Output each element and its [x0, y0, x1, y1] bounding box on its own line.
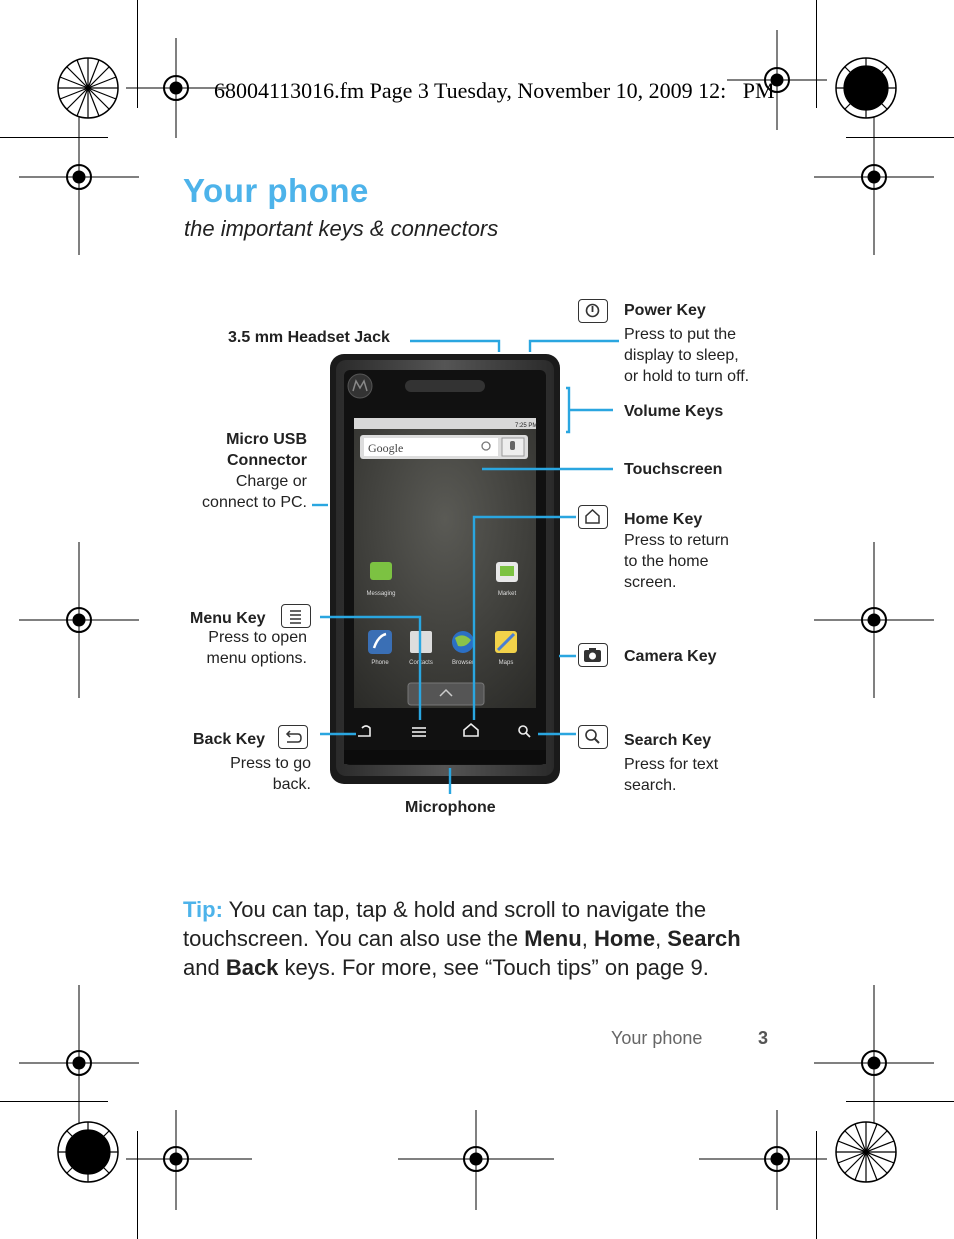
crop-line: [0, 137, 108, 138]
tip-text-1: You can tap, tap & hold and scroll to na…: [183, 897, 707, 951]
search-key-callout: Search Key Press for text search.: [624, 730, 718, 796]
micro-usb-title-2: Connector: [227, 452, 307, 469]
search-key-title: Search Key: [624, 732, 712, 749]
back-key-icon: [278, 725, 308, 749]
power-key-desc-1: Press to put the: [624, 326, 737, 343]
back-key-title: Back Key: [193, 731, 266, 748]
tip-home: Home: [593, 926, 656, 951]
page-title: Your phone: [183, 172, 369, 209]
touchscreen-label: Touchscreen: [624, 461, 723, 478]
tip-paragraph: Tip: You can tap, tap & hold and scroll …: [183, 895, 783, 982]
power-key-desc-3: or hold to turn off.: [624, 368, 750, 385]
crop-line: [137, 1131, 138, 1239]
starburst-bottom-right: [835, 1121, 897, 1183]
tip-label: Tip:: [183, 897, 223, 922]
crop-line: [0, 1101, 108, 1102]
micro-usb-desc-1: Charge or: [235, 473, 307, 490]
tip-text-2: keys. For more, see “Touch tips” on page…: [278, 955, 709, 980]
home-key-callout: Home Key Press to return to the home scr…: [624, 509, 729, 593]
home-key-desc-1: Press to return: [624, 532, 729, 549]
svg-text:Messaging: Messaging: [366, 591, 395, 597]
tip-back: Back: [225, 955, 279, 980]
crop-line: [137, 0, 138, 108]
tip-search: Search: [667, 926, 741, 951]
home-key-desc-3: screen.: [624, 574, 677, 591]
menu-key-desc-2: menu options.: [206, 650, 307, 667]
crop-line: [846, 1101, 954, 1102]
microphone-label: Microphone: [405, 799, 496, 816]
menu-key-title: Menu Key: [190, 610, 266, 627]
power-key-title: Power Key: [624, 302, 706, 319]
search-key-desc-2: search.: [624, 777, 677, 794]
tip-and: and: [183, 955, 226, 980]
starburst-top-right: [835, 57, 897, 119]
power-key-icon: [578, 299, 608, 323]
camera-key-icon: [578, 643, 608, 667]
back-key-desc-2: back.: [272, 776, 311, 793]
starburst-top-left: [57, 57, 119, 119]
search-key-icon: [578, 725, 608, 749]
svg-text:Market: Market: [498, 591, 517, 597]
menu-key-desc: Press to open menu options.: [170, 627, 307, 669]
tip-comma-1: ,: [581, 926, 594, 951]
menu-key-desc-1: Press to open: [208, 629, 307, 646]
starburst-bottom-left: [57, 1121, 119, 1183]
svg-text:Browser: Browser: [452, 660, 474, 666]
footer-section-title: Your phone: [611, 1028, 703, 1048]
camera-key-label: Camera Key: [624, 648, 717, 665]
phone-illustration: 7:25 PM Google Messaging Market Phone Co…: [330, 354, 560, 784]
footer-page-number: 3: [758, 1028, 769, 1048]
micro-usb-desc-2: connect to PC.: [202, 494, 307, 511]
svg-text:Google: Google: [368, 441, 403, 455]
micro-usb-callout: Micro USB Connector Charge or connect to…: [180, 429, 307, 513]
svg-text:Phone: Phone: [371, 660, 389, 666]
power-key-desc-2: display to sleep,: [624, 347, 739, 364]
search-key-desc-1: Press for text: [624, 756, 719, 773]
back-key-desc-1: Press to go: [230, 755, 311, 772]
home-key-desc-2: to the home: [624, 553, 709, 570]
page-subtitle: the important keys & connectors: [184, 216, 499, 241]
volume-keys-label: Volume Keys: [624, 403, 724, 420]
tip-menu: Menu: [524, 926, 582, 951]
crop-line: [846, 137, 954, 138]
back-key-desc: Press to go back.: [190, 753, 311, 795]
micro-usb-title-1: Micro USB: [226, 431, 307, 448]
headset-jack-label: 3.5 mm Headset Jack: [228, 329, 390, 346]
crop-line: [816, 1131, 817, 1239]
tip-comma-2: ,: [655, 926, 668, 951]
power-key-callout: Power Key Press to put the display to sl…: [624, 300, 749, 387]
home-key-icon: [578, 505, 608, 529]
menu-key-icon: [281, 604, 311, 628]
svg-text:Maps: Maps: [499, 660, 514, 666]
status-time: 7:25 PM: [515, 423, 537, 429]
file-header-line: 68004113016.fm Page 3 Tuesday, November …: [214, 78, 775, 103]
home-key-title: Home Key: [624, 511, 703, 528]
crop-line: [816, 0, 817, 108]
